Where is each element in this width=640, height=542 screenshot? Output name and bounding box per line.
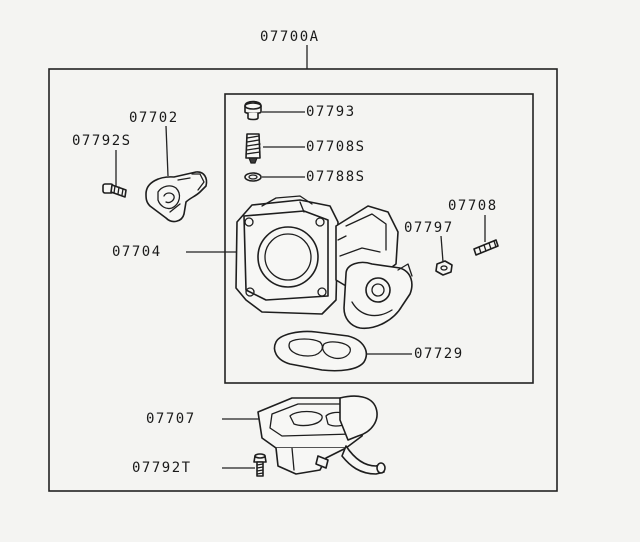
label-07700A: 07700A	[260, 29, 320, 45]
leader-07797	[440, 235, 444, 263]
label-07708S: 07708S	[306, 139, 366, 155]
outer-assembly-frame	[48, 68, 558, 492]
leader-lines	[115, 45, 486, 469]
label-07797: 07797	[404, 220, 454, 236]
label-07707: 07707	[146, 411, 196, 427]
gasket-07729-drawing	[273, 330, 368, 372]
label-07792T: 07792T	[132, 460, 192, 476]
nut-07797-drawing	[435, 260, 453, 276]
sensor-07702-drawing	[145, 171, 208, 223]
label-07708: 07708	[448, 198, 498, 214]
ring-07788S-drawing	[244, 172, 262, 182]
throttle-body-07704-drawing	[235, 195, 413, 330]
screw-07708-drawing	[473, 239, 499, 256]
cap-07793-drawing	[244, 100, 262, 121]
label-07704: 07704	[112, 244, 162, 260]
label-07702: 07702	[129, 110, 179, 126]
bolt-07792S-drawing	[102, 183, 127, 198]
leader-07702	[165, 125, 169, 177]
inner-subassembly-frame	[224, 93, 534, 384]
bolt-07792T-drawing	[253, 453, 267, 477]
screw-07708S-drawing	[245, 133, 261, 164]
label-07793: 07793	[306, 104, 356, 120]
label-07792S: 07792S	[72, 133, 132, 149]
flange-07707-drawing	[257, 395, 386, 475]
label-07729: 07729	[414, 346, 464, 362]
label-07788S: 07788S	[306, 169, 366, 185]
